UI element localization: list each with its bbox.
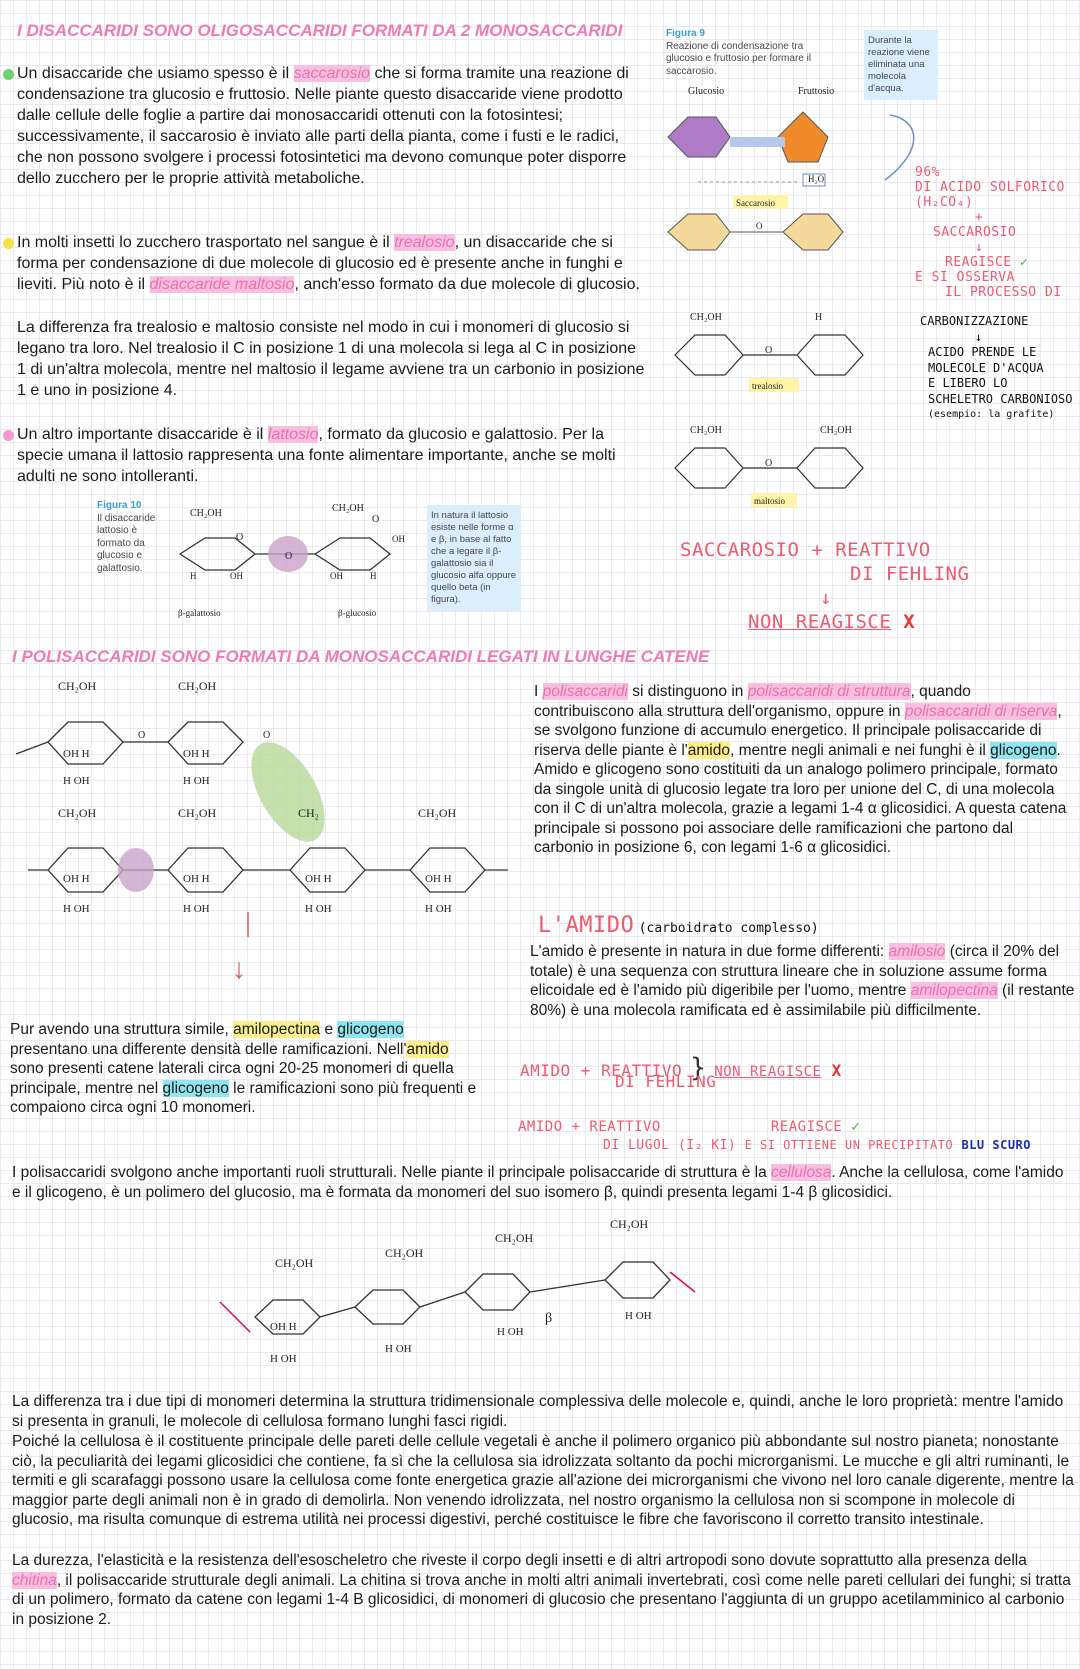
svg-text:H OH: H OH [305,903,332,915]
pink-dot-marker [3,430,14,441]
paragraph-amilopectina-glicogeno: Pur avendo una struttura simile, amilope… [10,1021,477,1116]
paragraph-saccarosio: Un disaccaride che usiamo spesso è il sa… [17,65,629,187]
svg-text:H OH: H OH [625,1310,652,1322]
svg-text:H OH: H OH [497,1326,524,1338]
svg-text:H OH: H OH [425,903,452,915]
svg-text:H: H [370,571,377,581]
svg-text:H OH: H OH [270,1353,297,1365]
svg-text:OH: OH [392,534,405,544]
paragraph-differenza-monomeri: La differenza tra i due tipi di monomeri… [12,1393,1064,1430]
svg-text:O: O [236,532,243,543]
svg-text:H OH: H OH [183,903,210,915]
svg-text:O: O [756,221,763,231]
svg-text:CH₂OH: CH₂OH [690,425,722,436]
section-title-disaccaridi: I DISACCARIDI SONO OLIGOSACCARIDI FORMAT… [17,21,623,40]
svg-text:β: β [545,1311,552,1326]
term-trealosio: trealosio [394,234,455,251]
svg-text:β-glucosio: β-glucosio [338,608,377,618]
paragraph-chitina: La durezza, l'elasticità e la resistenza… [12,1552,1071,1628]
yellow-dot-marker [3,238,14,249]
handwritten-note-solforico: 96% DI ACIDO SOLFORICO (H₂CO₄) + SACCARO… [915,165,1065,300]
svg-text:Glucosio: Glucosio [688,86,724,97]
term-lattosio: lattosio [267,426,319,443]
svg-text:CH₂OH: CH₂OH [385,1246,424,1260]
paragraph-trealosio: In molti insetti lo zucchero trasportato… [17,234,640,293]
svg-text:CH₂OH: CH₂OH [495,1231,534,1245]
svg-text:OH: OH [330,571,343,581]
figure10-note: In natura il lattosio esiste nelle forme… [427,505,521,611]
figure10-caption: Figura 10 Il disaccaride lattosio è form… [97,500,156,574]
svg-text:OH H: OH H [183,873,210,885]
section-title-polisaccaridi: I POLISACCARIDI SONO FORMATI DA MONOSACC… [12,647,710,666]
paragraph-polisaccaridi: I polisaccaridi si distinguono in polisa… [534,683,1067,856]
paragraph-cellulosa: I polisaccaridi svolgono anche important… [12,1164,1064,1201]
lactose-diagram: CH₂OH CH₂OH O O O H OH OH H β-galattosio β… [178,503,405,618]
svg-text:CH₂OH: CH₂OH [58,806,97,820]
figure9-note: Durante la reazione viene eliminata una … [864,30,938,100]
svg-text:CH₂OH: CH₂OH [610,1217,649,1231]
svg-text:H: H [190,571,197,581]
paragraph-amido: L'amido è presente in natura in due form… [530,943,1075,1019]
maltosio-label: maltosio [754,496,785,506]
amido-heading: L'AMIDO (carboidrato complesso) [538,913,819,938]
svg-text:O: O [372,514,379,525]
arrow-down-icon: ↓ [232,953,246,984]
svg-text:H OH: H OH [183,775,210,787]
svg-text:H₂O: H₂O [808,174,825,184]
svg-text:β-galattosio: β-galattosio [178,608,221,618]
handwritten-note-carbonizzazione: CARBONIZZAZIONE ↓ ACIDO PRENDE LE MOLECO… [920,314,1073,420]
svg-text:OH H: OH H [63,873,90,885]
svg-text:O: O [263,730,270,741]
handwritten-note-saccarosio-fehling: SACCAROSIO + REATTIVO DI FEHLING ↓ NON R… [680,539,970,633]
svg-text:OH H: OH H [183,748,210,760]
term-maltosio: disaccaride maltosio [149,276,295,293]
svg-text:CH₂OH: CH₂OH [178,806,217,820]
paragraph-differenza: La differenza fra trealosio e maltosio c… [17,319,645,399]
svg-text:CH₂OH: CH₂OH [178,679,217,693]
svg-text:CH₂OH: CH₂OH [418,806,457,820]
svg-text:OH H: OH H [63,748,90,760]
svg-text:OH H: OH H [425,873,452,885]
figure9-caption: Figura 9 Reazione di condensazione tra g… [666,28,812,77]
svg-text:O: O [765,345,772,356]
svg-text:H OH: H OH [63,903,90,915]
svg-text:OH H: OH H [270,1321,297,1333]
svg-text:OH: OH [230,571,243,581]
handwritten-note-amido-fehling: AMIDO + REATTIVO}NON REAGISCE X DI FEHLI… [520,1053,842,1091]
paragraph-cellulosa-pareti: Poiché la cellulosa è il costituente pri… [12,1433,1074,1528]
trealosio-maltosio-diagram: CH₂OH H O CH₂OH CH₂OH O trealosio maltosio [674,312,864,507]
svg-text:H OH: H OH [385,1343,412,1355]
svg-text:CH₂OH: CH₂OH [58,679,97,693]
svg-text:O: O [138,730,145,741]
svg-text:OH H: OH H [305,873,332,885]
sucrose-reaction-diagram: Glucosio Fruttosio H₂O Saccarosio O [667,86,844,251]
svg-text:H: H [815,312,822,323]
svg-text:Fruttosio: Fruttosio [798,86,834,97]
svg-text:Saccarosio: Saccarosio [736,198,775,208]
svg-text:CH₂OH: CH₂OH [275,1256,314,1270]
svg-text:CH₂OH: CH₂OH [820,425,852,436]
paragraph-lattosio: Un altro importante disaccaride è il lat… [17,426,616,485]
svg-text:CH₂: CH₂ [298,806,319,820]
svg-text:CH₂OH: CH₂OH [690,312,722,323]
ch2oh-label: CH₂OH [190,508,222,519]
green-dot-marker [3,69,14,80]
trealosio-label: trealosio [752,381,783,391]
svg-text:O: O [765,458,772,469]
svg-text:O: O [285,551,292,562]
term-saccarosio: saccarosio [293,65,371,82]
svg-text:H OH: H OH [63,775,90,787]
svg-text:CH₂OH: CH₂OH [332,503,364,514]
